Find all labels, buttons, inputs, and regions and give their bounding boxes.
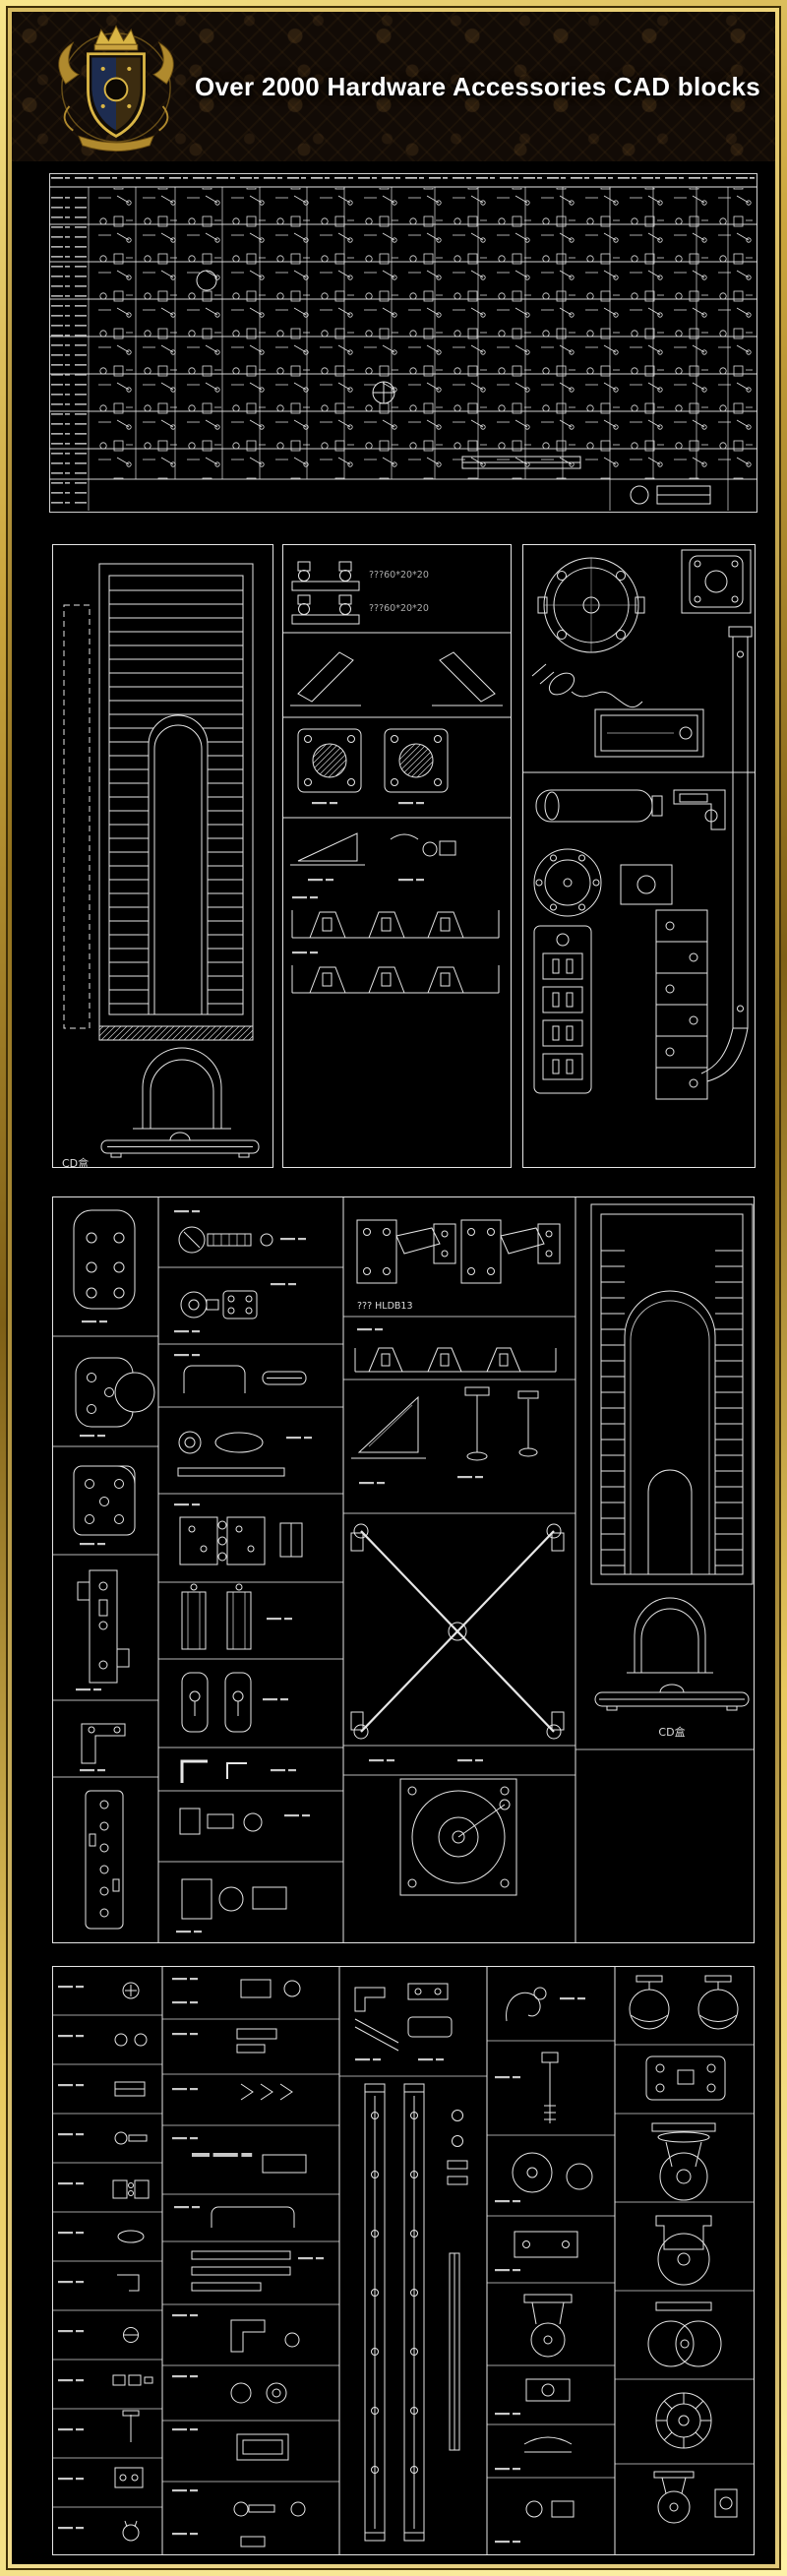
plate-box [681,549,752,614]
cad-panel-catalog-table [49,173,757,513]
control-box [594,708,704,758]
drawer-slides-column [339,1983,487,2542]
model-label: ??? HLDB13 [357,1301,413,1312]
mounting-plates [297,728,449,793]
hinge-plates-column [52,1209,158,1930]
hinge-assembly-2 [460,1219,561,1284]
cad-panel-doors-fittings: CD盒 ???60*20*20 ???60*20*20 [44,536,762,1176]
gauge-dial [533,848,602,917]
dim-label-2: ???60*20*20 [369,603,429,614]
clamp-strip-1 [291,896,500,939]
dim-label-1: ???60*20*20 [369,570,429,581]
small-caster [653,2471,738,2524]
angle-fittings [290,651,503,706]
double-wheel-caster [647,2301,722,2367]
parts-list-column [52,1982,162,2542]
junction-box [620,864,673,905]
ball-casters [629,1975,739,2030]
cd-box-label-1: CD盒 [62,1156,89,1170]
caster-mount-plate [645,2055,726,2101]
handles-column [162,1978,339,2547]
brand-crest-logo [58,25,174,152]
clamp-strip-2 [291,951,500,994]
bolts-hooks-column [487,1987,615,2544]
tread-wheel [655,2392,712,2449]
appliances-column [522,544,756,1168]
scissor-bracket [350,1523,565,1740]
cad-panel-hinges-locks: ??? HLDB13 [44,1189,762,1951]
page-title: Over 2000 Hardware Accessories CAD block… [195,71,760,101]
fixed-caster [655,2215,712,2286]
casters-column [615,1975,755,2524]
power-plug [531,663,643,708]
door-pull-handle [700,626,753,1082]
shutter-door-group: CD盒 [52,544,273,1170]
fittings-column: ???60*20*20 ???60*20*20 [282,544,512,1168]
power-strip [533,925,592,1094]
wedge-and-clip [290,832,456,866]
header-banner: Over 2000 Hardware Accessories CAD block… [12,12,775,161]
cylinder-fitting [535,789,663,823]
cd-box-label-2: CD盒 [658,1725,685,1739]
swivel-caster [651,2122,716,2201]
adjustable-hinge-column: ??? HLDB13 [343,1219,575,1896]
panel-track [655,909,708,1100]
rail-bracket-1 [291,561,360,591]
rail-bracket-2 [291,594,360,625]
corner-bracket [673,789,726,830]
cad-panel-casters-slides [44,1958,762,2563]
round-fan-assembly [537,557,645,653]
cam-lock-cylinder [399,1778,517,1896]
hinge-assembly-1 [356,1219,456,1284]
small-hardware-column [158,1210,343,1933]
arched-door-group: CD盒 [575,1203,755,1750]
